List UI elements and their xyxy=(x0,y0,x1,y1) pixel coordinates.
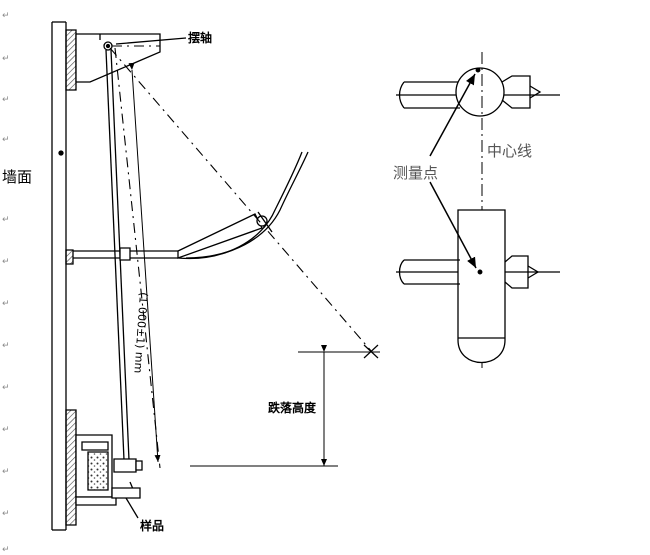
wall-label: 墙面 xyxy=(2,168,32,186)
drop-height-label: 跌落高度 xyxy=(268,400,317,415)
length-dimension-label: (1 000±1) mm xyxy=(131,292,150,374)
paragraph-mark: ↵ xyxy=(2,11,10,21)
pivot-label: 摆轴 xyxy=(188,30,212,45)
paragraph-mark: ↵ xyxy=(2,545,10,555)
paragraph-mark: ↵ xyxy=(2,383,10,393)
paragraph-mark: ↵ xyxy=(2,135,10,145)
paragraph-mark: ↵ xyxy=(2,509,10,519)
paragraph-mark: ↵ xyxy=(2,54,10,64)
paragraph-mark: ↵ xyxy=(2,341,10,351)
pendulum-arm xyxy=(106,50,142,472)
release-arm xyxy=(73,152,308,260)
paragraph-mark: ↵ xyxy=(2,257,10,267)
length-dimension xyxy=(128,62,161,462)
paragraph-mark: ↵ xyxy=(2,467,10,477)
measure-point-arrows xyxy=(430,74,476,268)
center-line-label: 中心线 xyxy=(487,142,532,160)
sample-label: 样品 xyxy=(140,518,164,533)
paragraph-mark: ↵ xyxy=(2,299,10,309)
paragraph-mark: ↵ xyxy=(2,95,10,105)
pivot-bracket xyxy=(76,34,186,82)
paragraph-mark: ↵ xyxy=(2,425,10,435)
wall-board xyxy=(52,22,76,530)
sphere-detail xyxy=(396,68,560,116)
swing-path-lines xyxy=(110,46,372,468)
paragraph-mark: ↵ xyxy=(2,215,10,225)
sample-holder xyxy=(76,435,140,518)
drop-height-dimension xyxy=(190,345,380,466)
measure-point-label: 测量点 xyxy=(393,164,438,182)
cylinder-detail xyxy=(396,210,560,363)
